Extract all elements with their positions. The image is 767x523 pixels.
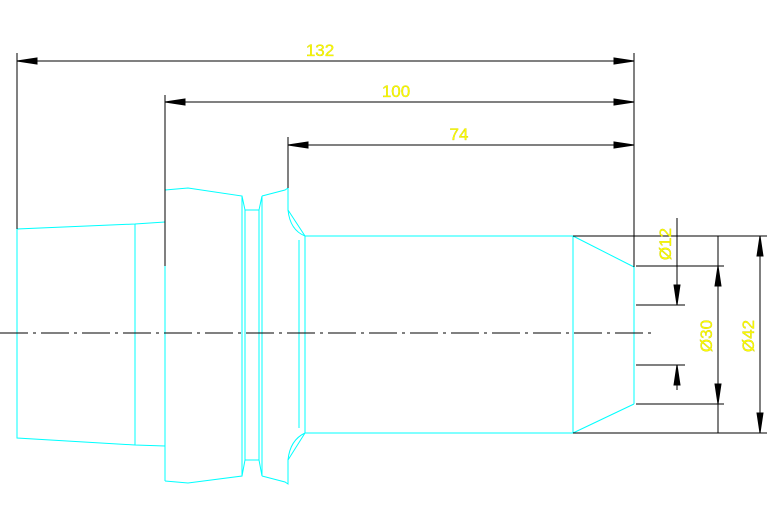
dim-label-74: 74 (450, 125, 469, 144)
flange-fillet-bottom (287, 432, 306, 461)
flange-right-bottom (261, 432, 306, 485)
arrow-74-left (287, 141, 309, 149)
cone-bottom (572, 403, 635, 434)
arrow-d42-bottom (756, 412, 764, 434)
flange-fillet-top (287, 209, 306, 237)
arrow-d30-top (714, 265, 722, 287)
arrow-d12-bottom (673, 364, 681, 386)
dim-label-d30: Ø30 (697, 320, 716, 352)
arrow-100-left (164, 98, 186, 106)
dim-label-132: 132 (306, 41, 334, 60)
arrow-d30-bottom (714, 383, 722, 405)
dim-label-d42: Ø42 (739, 320, 758, 352)
cone-top (572, 235, 635, 268)
arrow-74-right (613, 141, 635, 149)
flange-right-top (261, 187, 306, 237)
arrow-100-right (613, 98, 635, 106)
dimension-labels: 132 100 74 Ø12 Ø30 Ø42 (306, 41, 758, 352)
dim-label-100: 100 (382, 82, 410, 101)
arrow-132-right (613, 57, 635, 65)
dim-label-d12: Ø12 (656, 228, 675, 260)
v-groove-top (241, 195, 263, 211)
flange-top-edge (164, 187, 243, 210)
arrow-d42-top (756, 235, 764, 257)
dimension-lines (16, 53, 767, 434)
arrow-132-left (16, 57, 38, 65)
v-groove-bottom (241, 459, 263, 477)
flange-bottom-edge (164, 460, 243, 484)
part-outline (16, 187, 635, 485)
shank-outline (16, 221, 166, 447)
arrow-d12-top (673, 284, 681, 306)
